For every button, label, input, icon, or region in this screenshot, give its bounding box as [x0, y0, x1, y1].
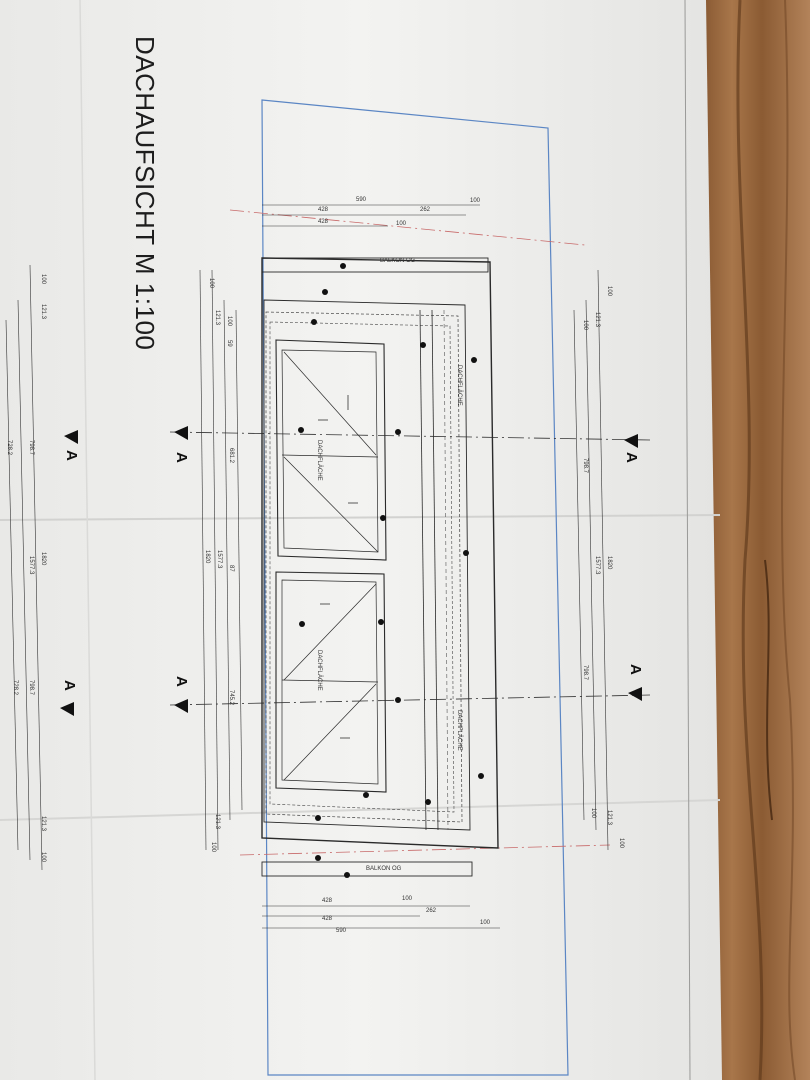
dimension-label: 121.3 [40, 816, 46, 832]
roof-panel-diagonal [283, 683, 377, 781]
dimension-label: 100 [480, 920, 491, 926]
section-marker: A [63, 450, 80, 461]
section-arrow [60, 702, 74, 716]
dimension-label: 100 [590, 808, 596, 819]
dimension-label: 100 [618, 838, 624, 849]
dimension-label: 428 [318, 219, 329, 225]
roof-label: DACHFLÄCHE [316, 440, 322, 481]
building-inner [263, 299, 471, 831]
section-arrow [174, 426, 188, 440]
dimension-label: 728.2 [6, 440, 12, 456]
section-line [169, 431, 651, 441]
dimension-label: 798.7 [582, 458, 588, 474]
roof-panel [281, 579, 379, 785]
dimension-label: 100 [402, 896, 413, 902]
dimension-label: 590 [336, 928, 347, 934]
roof-label: DACHFLÄCHE [456, 710, 462, 751]
drawing-title: DACHAUFSICHT M 1:100 [130, 36, 160, 351]
section-marker: A [627, 664, 644, 675]
roof-strip [443, 309, 449, 831]
paper-fold [79, 0, 96, 1080]
dimension-label: 121.3 [214, 814, 220, 830]
dimension-label: 745.2 [228, 690, 234, 706]
section-marker: A [173, 676, 190, 687]
roof-panel-divider [281, 454, 379, 458]
section-arrow [64, 430, 78, 444]
building-outline [261, 257, 499, 849]
dimension-label: 121.3 [594, 312, 600, 328]
axis-line-red [239, 844, 611, 856]
balcony-label: BALKON OG [366, 866, 402, 872]
dimension-label: 1820 [40, 552, 46, 566]
dimension-label: 100 [210, 842, 216, 853]
dimension-label: 590 [356, 197, 367, 203]
dimension-label: 100 [396, 221, 407, 227]
dimension-label: 100 [40, 274, 46, 285]
dimension-label: 798.7 [28, 440, 34, 456]
dimension-label: 681.2 [228, 448, 234, 464]
dimension-label: 728.2 [12, 680, 18, 696]
roof-panel-diagonal [283, 351, 377, 456]
dimension-label: 87 [228, 565, 234, 572]
section-marker: A [623, 452, 640, 463]
dimension-label: 121.3 [214, 310, 220, 326]
paper-fold [684, 0, 691, 1080]
balcony-bottom [261, 861, 473, 877]
paper-sheet [0, 0, 722, 1080]
dimension-label: 59 [226, 340, 232, 347]
dimension-label: 100 [582, 320, 588, 331]
dimension-label: 100 [208, 278, 214, 289]
plot-boundary [261, 99, 569, 1076]
dimension-label: 100 [470, 198, 481, 204]
balcony-label: BALKON OG [380, 258, 416, 264]
roof-panel-diagonal [283, 456, 379, 553]
section-arrow [624, 434, 638, 448]
roof-edge [269, 321, 455, 813]
roof-panel [275, 339, 387, 561]
axis-line-red [229, 209, 586, 246]
roof-panel-divider [281, 679, 379, 683]
wood-grain [736, 0, 764, 1080]
dimension-label: 1577.3 [216, 550, 222, 569]
roof-label: DACHFLÄCHE [316, 650, 322, 691]
wood-grain [764, 559, 773, 821]
roof-strip [431, 309, 439, 831]
dimension-label: 262 [420, 207, 431, 213]
section-marker: A [61, 680, 78, 691]
dimension-label: 121.3 [40, 304, 46, 320]
dimension-label: 428 [322, 898, 333, 904]
roof-strip [419, 309, 427, 831]
roof-panel-diagonal [283, 583, 377, 681]
dimension-lines [5, 204, 609, 929]
dimension-label: 1820 [606, 556, 612, 570]
wood-grain [780, 0, 796, 1080]
roof-label: DACHFLÄCHE [456, 365, 462, 406]
paper-fold [0, 799, 721, 821]
slope-arrows [318, 395, 358, 739]
dimension-label: 1577.3 [594, 556, 600, 575]
section-line [169, 694, 651, 706]
paper-fold [0, 514, 721, 521]
dimension-label: 121.3 [606, 810, 612, 826]
balcony-top [261, 257, 489, 273]
roof-panel [275, 571, 387, 793]
section-marker: A [173, 452, 190, 463]
roof-edge [265, 311, 463, 823]
dimension-label: 798.7 [28, 680, 34, 696]
dimension-label: 100 [606, 286, 612, 297]
dimension-label: 100 [226, 316, 232, 327]
dimension-label: 428 [322, 916, 333, 922]
drain-symbols [298, 263, 484, 878]
dimension-label: 262 [426, 908, 437, 914]
section-arrow [628, 687, 642, 701]
dimension-label: 1577.3 [28, 556, 34, 575]
dimension-label: 100 [40, 852, 46, 863]
dimension-label: 798.7 [582, 665, 588, 681]
dimension-label: 428 [318, 207, 329, 213]
section-arrow [174, 699, 188, 713]
dimension-label: 1820 [204, 550, 210, 564]
